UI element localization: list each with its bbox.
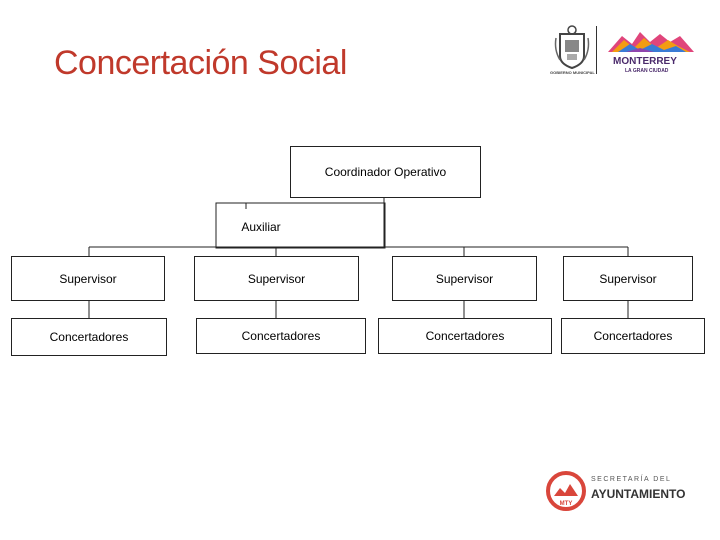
ayuntamiento-top-text: SECRETARÍA DEL bbox=[591, 476, 672, 483]
concertadores-box: Concertadores bbox=[196, 318, 366, 354]
monterrey-name: MONTERREY bbox=[613, 56, 677, 67]
gobierno-caption: GOBIERNO MUNICIPAL bbox=[550, 70, 595, 75]
concertadores-label: Concertadores bbox=[49, 330, 129, 344]
ayuntamiento-badge: MTY bbox=[560, 501, 573, 507]
supervisor-box: Supervisor bbox=[563, 256, 693, 301]
concertadores-box: Concertadores bbox=[378, 318, 552, 354]
logo-divider bbox=[596, 26, 597, 74]
supervisor-label: Supervisor bbox=[435, 271, 494, 286]
supervisor-box: Supervisor bbox=[11, 256, 165, 301]
ayuntamiento-name: AYUNTAMIENTO bbox=[591, 487, 686, 501]
supervisor-box: Supervisor bbox=[392, 256, 537, 301]
supervisor-label: Supervisor bbox=[599, 271, 657, 286]
concertadores-label: Concertadores bbox=[241, 329, 321, 343]
coordinator-box: Coordinador Operativo bbox=[290, 146, 481, 198]
supervisor-label: Supervisor bbox=[247, 271, 306, 286]
concertadores-box: Concertadores bbox=[11, 318, 167, 356]
assistant-label: Auxiliar bbox=[241, 220, 281, 234]
supervisor-label: Supervisor bbox=[59, 271, 117, 286]
assistant-box: Auxiliar bbox=[231, 213, 291, 241]
supervisor-box: Supervisor bbox=[194, 256, 359, 301]
monterrey-mountains-icon bbox=[608, 32, 694, 52]
monterrey-tagline: LA GRAN CIUDAD bbox=[625, 68, 669, 74]
concertadores-box: Concertadores bbox=[561, 318, 705, 354]
concertadores-label: Concertadores bbox=[425, 329, 505, 343]
ayuntamiento-logo: MTY SECRETARÍA DEL AYUNTAMIENTO bbox=[545, 468, 700, 514]
coordinator-label: Coordinador Operativo bbox=[324, 165, 447, 179]
concertadores-label: Concertadores bbox=[593, 329, 673, 343]
ayuntamiento-emblem-icon: MTY bbox=[546, 471, 586, 511]
municipal-seal-icon bbox=[554, 25, 590, 70]
slide-title: Concertación Social bbox=[54, 44, 347, 82]
header-logos: GOBIERNO MUNICIPAL MONTERREY LA GRAN CIU… bbox=[550, 22, 700, 78]
